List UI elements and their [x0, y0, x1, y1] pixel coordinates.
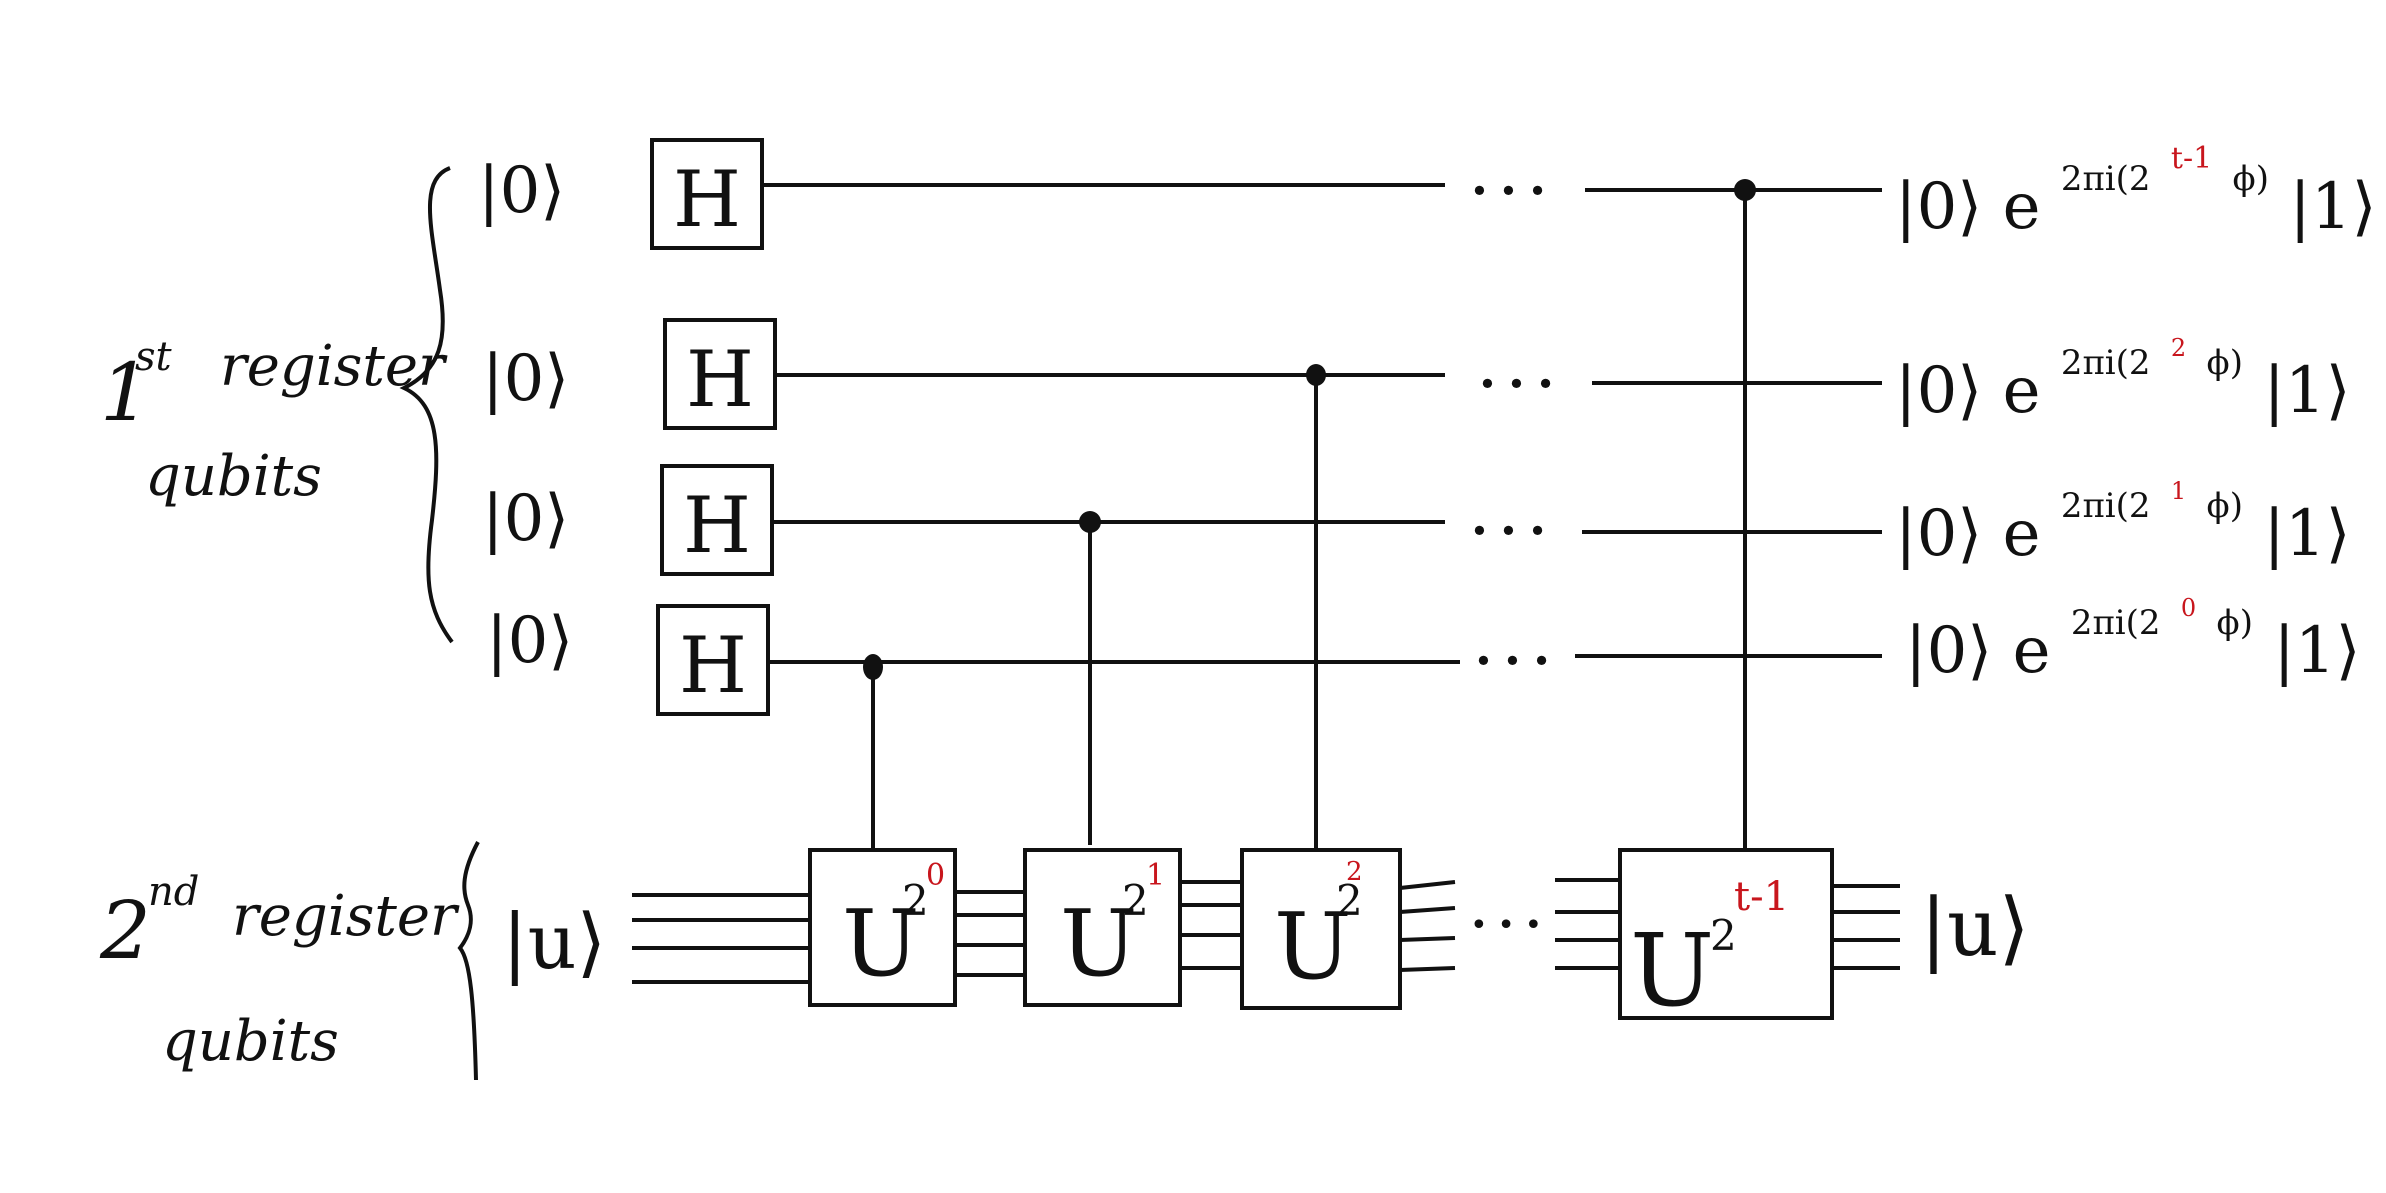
- first-register-word: register: [220, 334, 448, 399]
- controlled-u-gate-2: U 2 2: [1240, 848, 1402, 1010]
- output-ket-zero-e: |0⟩ e: [1895, 170, 2040, 244]
- first-register-brace: [399, 166, 454, 644]
- output-exponent-power: 0: [2181, 594, 2196, 622]
- svg-text:|0⟩ e 2πi(2 1: |0⟩ e 2πi(2 1 ϕ) |1⟩: [1895, 441, 2351, 571]
- qubit-0-ellipsis: • • •: [1470, 172, 1547, 210]
- u-gate-power: 2: [1346, 857, 1363, 887]
- control-dot-q3: [863, 654, 883, 680]
- output-exponent-prefix: 2πi(2: [2061, 159, 2151, 199]
- svg-text:|0⟩ e 2πi(2 0: |0⟩ e 2πi(2 0 ϕ) |1⟩: [1905, 558, 2361, 688]
- qubit-1-input-ket: |0⟩: [482, 342, 569, 416]
- qubit-2-ellipsis: • • •: [1470, 512, 1547, 550]
- svg-text:|0⟩ e 2πi(2 t-1: |0⟩ e 2πi(2 t-1 ϕ) |1⟩: [1895, 110, 2377, 244]
- hadamard-label: H: [679, 621, 747, 711]
- u-gate-two: 2: [902, 876, 929, 925]
- hadamard-label: H: [683, 481, 751, 571]
- hadamard-gate-q0: H: [650, 138, 764, 250]
- output-exponent-prefix: 2πi(2: [2061, 486, 2151, 526]
- second-register-wires: [632, 878, 1900, 984]
- qubit-1-ellipsis: • • •: [1478, 365, 1555, 403]
- output-exponent-power: 1: [2171, 477, 2186, 505]
- u-gate-power: 1: [1146, 858, 1165, 893]
- second-register-input-ket: |u⟩: [502, 897, 606, 986]
- u-gate-power: 0: [926, 858, 945, 893]
- output-ket-zero-e: |0⟩ e: [1895, 497, 2040, 571]
- output-exponent-prefix: 2πi(2: [2061, 343, 2151, 383]
- hadamard-label: H: [673, 155, 741, 245]
- output-exponent-power: 2: [2171, 334, 2186, 362]
- qubit-3-input-ket: |0⟩: [486, 604, 573, 678]
- u-gate-two: 2: [1710, 911, 1737, 960]
- qubit-0-output-state: |0⟩ e 2πi(2 t-1 ϕ) |1⟩: [1895, 110, 2377, 244]
- hadamard-gate-q1: H: [663, 318, 777, 430]
- output-exponent-suffix: ϕ): [2217, 603, 2253, 643]
- hadamard-gate-q3: H: [656, 604, 770, 716]
- second-register-word: register: [232, 884, 460, 949]
- qubit-2-input-ket: |0⟩: [482, 482, 569, 556]
- controlled-u-gate-t-minus-1: U 2 t-1: [1618, 848, 1834, 1029]
- first-register-superscript: st: [135, 334, 173, 380]
- u-gate-base: U: [842, 890, 920, 997]
- qubit-3-output-state: |0⟩ e 2πi(2 0 ϕ) |1⟩: [1905, 558, 2361, 688]
- qubit-3-ellipsis: • • •: [1474, 642, 1551, 680]
- control-dot-q1: [1306, 364, 1326, 386]
- output-ket-one: |1⟩: [2273, 614, 2360, 688]
- second-register-brace: [457, 841, 480, 1081]
- output-exponent-power: t-1: [2171, 141, 2212, 176]
- u-gate-two: 2: [1336, 876, 1363, 925]
- qubit-wires: [762, 183, 1882, 664]
- controlled-u-gate-0: U 2 0: [808, 848, 957, 1007]
- control-dot-q2: [1079, 511, 1101, 533]
- second-register-superscript: nd: [148, 869, 199, 915]
- controlled-u-gate-1: U 2 1: [1023, 848, 1182, 1007]
- u-gate-power: t-1: [1734, 874, 1789, 920]
- first-register-digit: 1: [100, 346, 151, 439]
- output-exponent-prefix: 2πi(2: [2071, 603, 2161, 643]
- u-gate-base: U: [1274, 893, 1352, 1000]
- output-exponent-suffix: ϕ): [2207, 343, 2243, 383]
- first-register-qubits: qubits: [145, 444, 322, 509]
- second-register-qubits: qubits: [162, 1009, 339, 1074]
- qubit-0-input-ket: |0⟩: [478, 154, 565, 228]
- output-ket-zero-e: |0⟩ e: [1895, 354, 2040, 428]
- u-gate-two: 2: [1122, 876, 1149, 925]
- qubit-2-output-state: |0⟩ e 2πi(2 1 ϕ) |1⟩: [1895, 441, 2351, 571]
- output-exponent-suffix: ϕ): [2233, 159, 2269, 199]
- second-register-label: 2 nd register qubits: [99, 869, 460, 1074]
- output-ket-zero-e: |0⟩ e: [1905, 614, 2050, 688]
- hadamard-gate-q2: H: [660, 464, 774, 576]
- second-register-output-ket: |u⟩: [1920, 881, 2030, 974]
- output-ket-one: |1⟩: [2263, 354, 2350, 428]
- control-lines: [871, 190, 1747, 850]
- second-register-digit: 2: [99, 884, 151, 977]
- u-gate-base: U: [1060, 890, 1138, 997]
- first-register-label: 1 st register qubits: [100, 334, 448, 509]
- qubit-1-output-state: |0⟩ e 2πi(2 2 ϕ) |1⟩: [1895, 298, 2351, 428]
- control-dot-q0: [1734, 179, 1756, 201]
- output-ket-one: |1⟩: [2289, 170, 2376, 244]
- u-gate-base: U: [1630, 912, 1714, 1029]
- output-exponent-suffix: ϕ): [2207, 486, 2243, 526]
- hadamard-label: H: [686, 335, 754, 425]
- output-ket-one: |1⟩: [2263, 497, 2350, 571]
- svg-text:|0⟩ e 2πi(2 2: |0⟩ e 2πi(2 2 ϕ) |1⟩: [1895, 298, 2351, 428]
- second-register-ellipsis: • • •: [1470, 908, 1542, 943]
